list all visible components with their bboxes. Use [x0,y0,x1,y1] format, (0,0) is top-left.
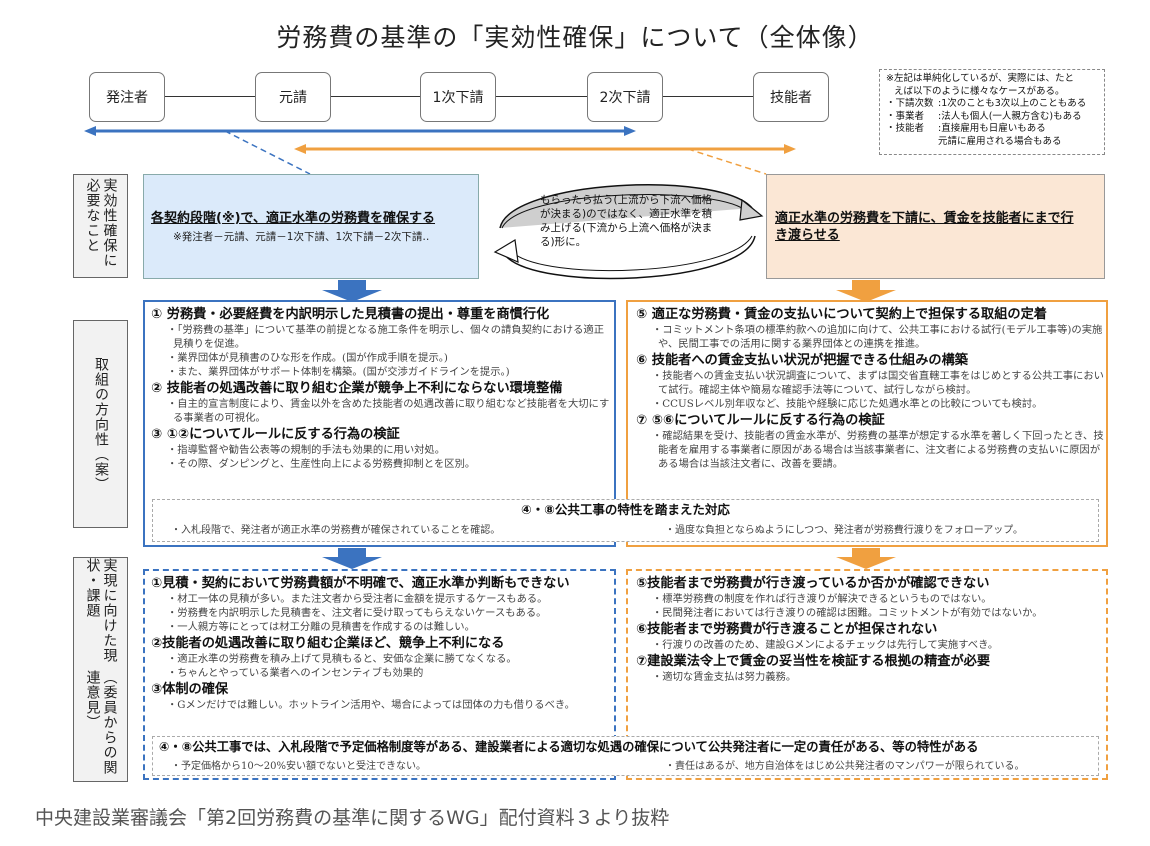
issue-bullet: ・適切な賃金支払は努力義務。 [652,671,797,683]
necessary-box-contract-stage: 各契約段階(※)で、適正水準の労務費を確保する ※発注者－元請、元請－1次下請、… [143,174,479,279]
public-works-bullet-left: ・入札段階で、発注者が適正水準の労務費が確保されていることを確認。 [171,525,501,536]
issue-bullet: ・行渡りの改善のため、建設Gメンによるチェックは先行して実施すべき。 [652,639,999,651]
direction-bullet: ・コミットメント条項の標準約款への追加に向けて、公共工事における試行(モデル工事… [652,324,1103,350]
row-label-issues: 実現に向けた現状・課題 （委員からの関連意見） [73,557,128,782]
issue-heading: ①見積・契約において労務費額が不明確で、適正水準か判断もできない [151,576,570,591]
direction-item-heading: ① 労務費・必要経費を内訳明示した見積書の提出・尊重を商慣行化 [151,307,550,322]
direction-bullet: ・技能者への賃金支払い状況調査について、まずは国交省直轄工事をはじめとする公共工… [652,370,1104,396]
direction-bullet: ・「労務費の基準」について基準の前提となる施工条件を明示し、個々の請負契約におけ… [167,324,604,350]
pricing-cycle-text: もらったら払う(上流から下流へ価格が決まる)のではなく、適正水準を積み上げる(下… [540,194,713,248]
direction-item-heading: ③ ①②についてルールに反する行為の検証 [151,427,400,442]
note-row: ・技能者:直接雇用も日雇いもある [886,123,1046,134]
row-label-direction: 取組の方向性（案） [73,320,128,528]
direction-bullet: ・CCUSレベル別年収など、技能や経験に応じた処遇水準との比較についても検討。 [652,398,1043,410]
public-works-issue-left: ・予定価格から10～20%安い額でないと受注できない。 [171,761,426,772]
direction-bullet: ・また、業界団体がサポート体制を構築。(国が交渉ガイドラインを提示。) [167,366,510,378]
issue-heading: ⑦建設業法令上で賃金の妥当性を検証する根拠の精査が必要 [636,654,991,669]
note-line: ※左記は単純化しているが、実際には、たと [886,73,1074,84]
source-caption: 中央建設業審議会「第2回労務費の基準に関するWG」配付資料３より抜粋 [35,807,670,829]
direction-bullet: ・その際、ダンピングと、生産性向上による労務費抑制とを区別。 [167,458,476,470]
public-works-issue-heading: ④・⑧公共工事では、入札段階で予定価格制度等がある、建設業者による適切な処遇の確… [159,740,979,754]
direction-bullet: ・確認結果を受け、技能者の賃金水準が、労務費の基準が想定する水準を著しく下回った… [652,430,1104,470]
issues-box-right: ⑤技能者まで労務費が行き渡っているか否かが確認できない ・標準労務費の制度を作れ… [626,569,1108,780]
issue-bullet: ・適正水準の労務費を積み上げて見積もると、安価な企業に勝てなくなる。 [167,653,517,665]
issue-bullet: ・標準労務費の制度を作れば行き渡りが解決できるというものではない。 [652,593,992,605]
issue-heading: ②技能者の処遇改善に取り組む企業ほど、競争上不利になる [151,636,505,651]
page-title: 労務費の基準の「実効性確保」について（全体像） [276,23,874,52]
direction-item-heading: ② 技能者の処遇改善に取り組む企業が競争上不利にならない環境整備 [151,381,563,396]
issue-bullet: ・ちゃんとやっている業者へのインセンティブも効果的 [167,667,424,679]
issue-heading: ⑤技能者まで労務費が行き渡っているか否かが確認できない [636,576,990,591]
necessary-heading: 適正水準の労務費を下請に、賃金を技能者にまで行き渡らせる [775,210,1074,243]
issue-heading: ⑥技能者まで労務費が行き渡ることが担保されない [636,622,938,637]
direction-item-heading: ⑦ ⑤⑥についてルールに反する行為の検証 [636,413,885,428]
direction-box-left: ① 労務費・必要経費を内訳明示した見積書の提出・尊重を商慣行化 ・「労務費の基準… [143,300,616,547]
party-prime-contractor: 元請 [255,72,331,122]
issues-public-works-box: ④・⑧公共工事では、入札段階で予定価格制度等がある、建設業者による適切な処遇の確… [152,736,1099,776]
public-works-bullet-right: ・過度な負担とならぬようにしつつ、発注者が労務費行渡りをフォローアップ。 [665,525,1023,536]
variation-note-box: ※左記は単純化しているが、実際には、たと えば以下のように様々なケースがある。 … [879,69,1105,155]
necessary-box-distribution: 適正水準の労務費を下請に、賃金を技能者にまで行き渡らせる [766,174,1105,279]
issue-bullet: ・材工一体の見積が多い。また注文者から受注者に金額を提示するケースもある。 [167,593,548,605]
direction-bullet: ・自主的宣言制度により、賃金以外を含めた技能者の処遇改善に取り組むなど技能者を大… [167,398,610,424]
party-second-subcontractor: 2次下請 [587,72,663,122]
direction-bullet: ・指導監督や勧告公表等の規制的手法も効果的に用い対処。 [167,444,446,456]
party-first-subcontractor: 1次下請 [420,72,496,122]
note-row: ・事業者:法人も個人(一人親方含む)もある [886,110,1082,122]
necessary-heading: 各契約段階(※)で、適正水準の労務費を確保する [151,210,436,226]
direction-item-heading: ⑥ 技能者への賃金支払い状況が把握できる仕組みの構築 [636,353,968,368]
issue-bullet: ・Gメンだけでは難しい。ホットライン活用や、場合によっては団体の力も借りるべき。 [167,699,575,711]
note-row: 元請に雇用される場合もある [938,135,1062,147]
issue-bullet: ・一人親方等にとっては材工分離の見積書を作成するのは難しい。 [167,621,475,633]
public-works-heading: ④・⑧公共工事の特性を踏まえた対応 [521,502,730,517]
necessary-subnote: ※発注者－元請、元請－1次下請、1次下請－2次下請‥ [173,230,430,243]
direction-bullet: ・業界団体が見積書のひな形を作成。(国が作成手順を提示。) [167,352,448,364]
direction-item-heading: ⑤ 適正な労務費・賃金の支払いについて契約上で担保する取組の定着 [636,307,1047,322]
party-orderer: 発注者 [89,72,165,122]
direction-public-works-box: ④・⑧公共工事の特性を踏まえた対応 ・入札段階で、発注者が適正水準の労務費が確保… [152,499,1099,542]
issue-heading: ③体制の確保 [151,682,229,697]
note-line: えば以下のように様々なケースがある。 [894,85,1065,97]
issue-bullet: ・民間発注者においては行き渡りの確認は困難。コミットメントが有効ではないか。 [652,607,1043,619]
issue-bullet: ・労務費を内訳明示した見積書を、注文者に受け取ってもらえないケースもある。 [167,607,547,619]
party-skilled-worker: 技能者 [753,72,829,122]
direction-box-right: ⑤ 適正な労務費・賃金の支払いについて契約上で担保する取組の定着 ・コミットメン… [626,300,1108,547]
row-label-necessary: 実効性確保に必要なこと [73,174,128,278]
issues-box-left: ①見積・契約において労務費額が不明確で、適正水準か判断もできない ・材工一体の見… [143,569,616,780]
public-works-issue-right: ・責任はあるが、地方自治体をはじめ公共発注者のマンパワーが限られている。 [665,761,1025,772]
note-row: ・下請次数:1次のことも3次以上のこともある [886,98,1087,109]
